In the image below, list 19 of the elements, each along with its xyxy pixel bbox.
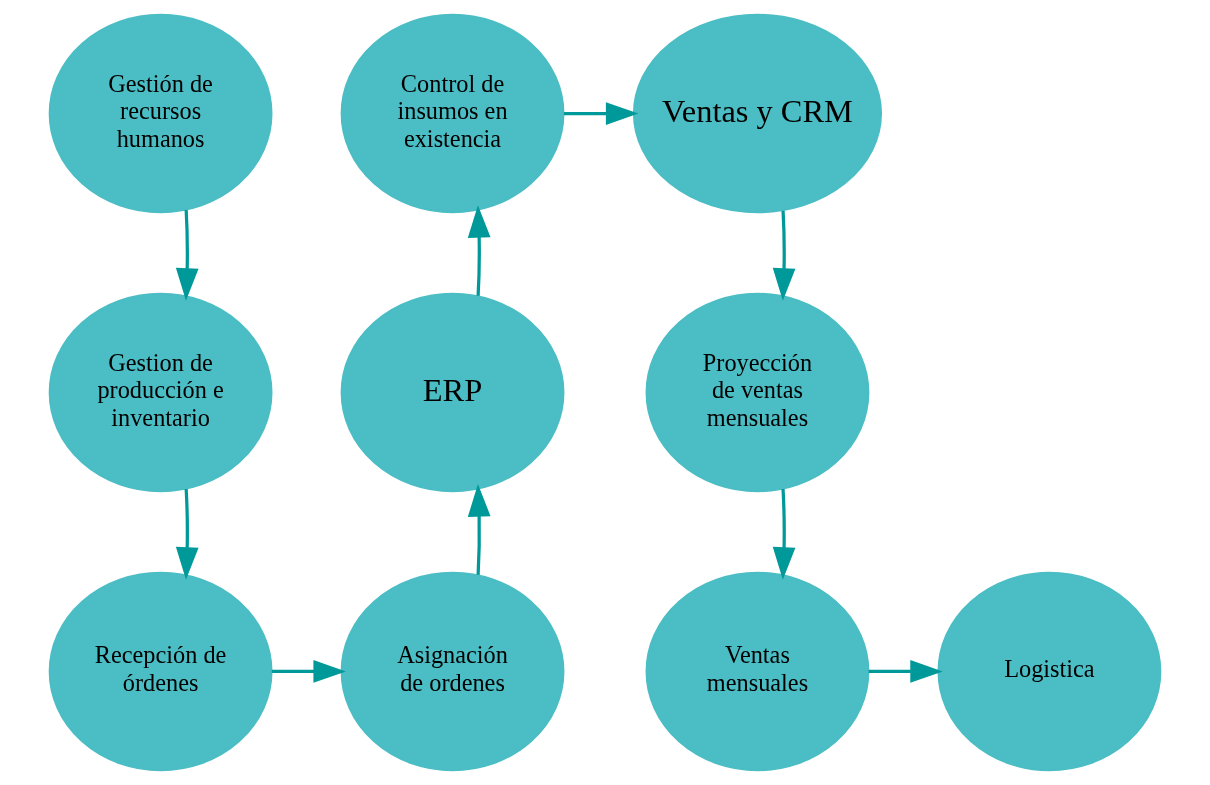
- node-ellipse: Gestion de producción e inventario: [48, 292, 273, 493]
- node-ellipse: Ventas mensuales: [645, 571, 870, 772]
- arrow: [467, 205, 491, 296]
- node-ellipse: Ventas y CRM: [632, 13, 883, 214]
- arrow: [563, 102, 639, 125]
- arrow: [175, 488, 199, 580]
- node-ellipse: Asignación de ordenes: [340, 571, 565, 772]
- node-ellipse: Gestión de recursos humanos: [48, 13, 273, 214]
- arrow: [175, 209, 199, 301]
- arrow: [467, 484, 491, 575]
- node-ellipse: Proyección de ventas mensuales: [645, 292, 870, 493]
- node-ellipse: Logistica: [937, 571, 1162, 772]
- arrow: [271, 660, 346, 683]
- arrow: [772, 488, 796, 580]
- arrow: [772, 210, 796, 301]
- node-ellipse: Control de insumos en existencia: [340, 13, 565, 214]
- node-ellipse: ERP: [340, 292, 565, 493]
- node-ellipse: Recepción de órdenes: [48, 571, 273, 772]
- arrow: [868, 660, 943, 683]
